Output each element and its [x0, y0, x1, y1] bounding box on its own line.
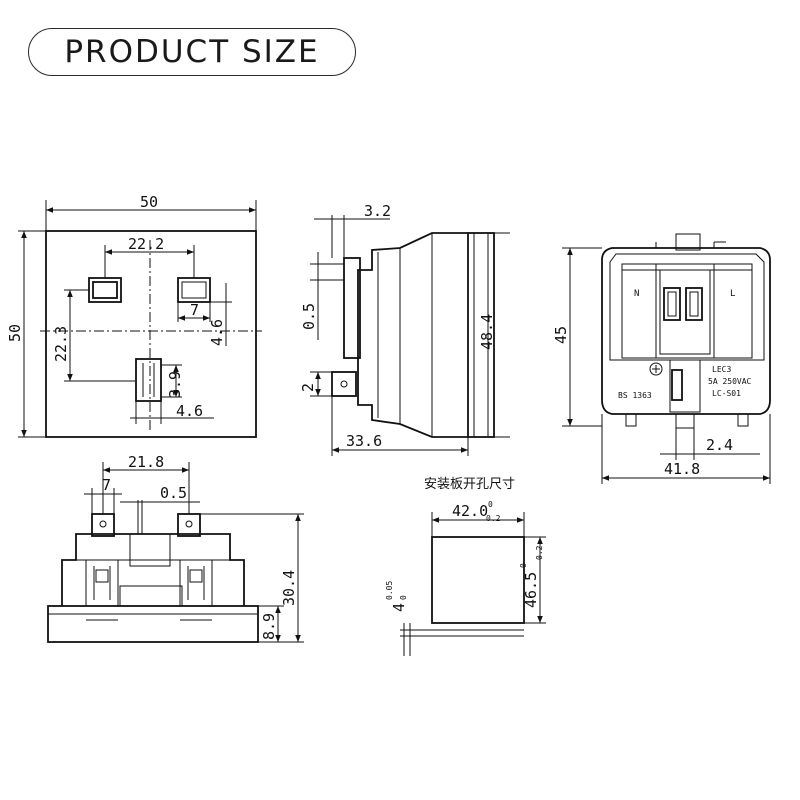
dim-pin-width: 7 — [190, 301, 199, 319]
panel-cutout: 安装板开孔尺寸 42.0 0 0.2 46.5 0 0.2 4 0.05 0 — [385, 477, 546, 656]
cutout-thickness-tol-upper: 0.05 — [385, 581, 394, 600]
dim-earth-height: 3.9 — [166, 371, 184, 398]
rear-terminal-l — [685, 287, 703, 321]
page-title: PRODUCT SIZE — [64, 34, 320, 70]
bottom-body — [61, 533, 245, 606]
side-pin-lower — [331, 371, 357, 397]
rear-terminal-n — [663, 287, 681, 321]
cutout-height-tol-lower: 0.2 — [535, 545, 544, 560]
rear-dim-offset: 2.4 — [706, 436, 733, 454]
cutout-thickness-tol-lower: 0 — [399, 595, 408, 600]
side-dim-gap: 0.5 — [300, 303, 318, 330]
bottom-pin-right — [177, 513, 201, 537]
cutout-dim-width: 42.0 — [452, 502, 488, 520]
dim-vertical-offset: 22.3 — [52, 326, 70, 362]
bottom-dim-pin: 7 — [102, 476, 111, 494]
title-badge: PRODUCT SIZE — [28, 28, 356, 76]
bottom-flange — [47, 605, 259, 643]
cutout-dim-height: 46.5 — [522, 572, 540, 608]
bottom-dim-height: 30.4 — [280, 570, 298, 606]
label-l: L — [730, 289, 735, 299]
bottom-dim-span: 21.8 — [128, 453, 164, 471]
cutout-title: 安装板开孔尺寸 — [424, 477, 515, 492]
side-view: 3.2 0.5 2 48.4 33.6 — [299, 202, 510, 456]
rear-dim-height: 45 — [552, 326, 570, 344]
bottom-view: 21.8 7 0.5 30.4 8.9 — [47, 453, 304, 643]
bottom-dim-flange: 8.9 — [260, 613, 278, 640]
side-body — [357, 232, 468, 438]
dim-earth-width: 4.6 — [176, 402, 203, 420]
label-n: N — [634, 289, 639, 299]
rear-outline — [601, 247, 771, 415]
side-dim-depth: 33.6 — [346, 432, 382, 450]
rear-view: N L LEC3 5A 250VAC LC-S01 BS 1363 45 2.4… — [552, 233, 771, 484]
dim-pin-offset: 4.6 — [208, 319, 226, 346]
front-outline — [45, 230, 257, 438]
rear-dim-width: 41.8 — [664, 460, 700, 478]
dim-height: 50 — [6, 324, 24, 342]
side-dim-height: 48.4 — [478, 314, 496, 350]
bottom-dim-gap: 0.5 — [160, 484, 187, 502]
cutout-rect — [431, 536, 525, 624]
dim-pin-span: 22.2 — [128, 235, 164, 253]
bottom-pin-left — [91, 513, 115, 537]
side-pin-upper — [343, 257, 361, 359]
cutout-dim-thickness: 4 — [390, 603, 408, 612]
rating-line1: LEC3 — [712, 365, 731, 374]
rating-line2: 5A 250VAC — [708, 377, 752, 386]
side-dim-pin: 2 — [299, 383, 317, 392]
cutout-width-tol-lower: 0.2 — [486, 514, 501, 523]
rating-line3: LC-S01 — [712, 389, 741, 398]
cutout-height-tol-upper: 0 — [519, 563, 528, 568]
side-dim-top-step: 3.2 — [364, 202, 391, 220]
cutout-width-tol-upper: 0 — [488, 500, 493, 509]
bs-label: BS 1363 — [618, 391, 652, 400]
front-view: 50 50 22.2 7 4.6 22.3 — [6, 193, 262, 438]
earth-slot — [135, 358, 162, 402]
earth-symbol-icon — [649, 362, 663, 376]
dim-width: 50 — [140, 193, 158, 211]
